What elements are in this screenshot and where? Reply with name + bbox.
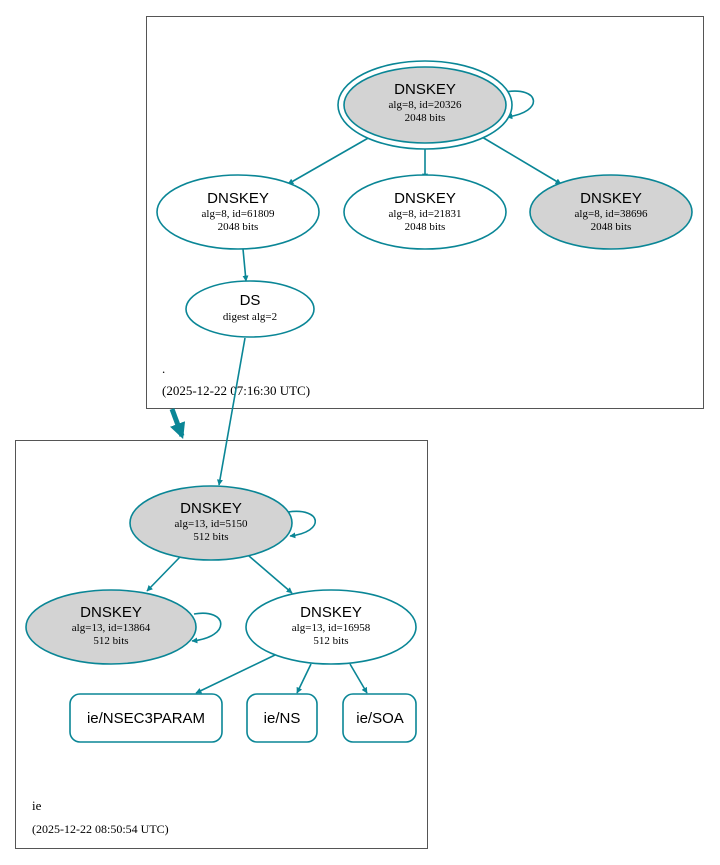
- zone-ie: ie (2025-12-22 08:50:54 UTC): [15, 440, 428, 849]
- edge-ie-ksk-to-13864: [146, 556, 181, 592]
- node-21831-line2: 2048 bits: [405, 221, 446, 233]
- node-61809-shape: [156, 174, 320, 250]
- node-5150-title: DNSKEY: [180, 500, 242, 517]
- node-soa-shape: [342, 693, 417, 743]
- edge-root-ksk-to-38696: [481, 136, 562, 185]
- node-13864-line1: alg=13, id=13864: [72, 622, 151, 634]
- node-root-ksk-line2: 2048 bits: [405, 112, 446, 124]
- node-5150-line1: alg=13, id=5150: [175, 518, 248, 530]
- node-ie-key-13864[interactable]: DNSKEY alg=13, id=13864 512 bits: [25, 589, 197, 665]
- node-61809-line2: 2048 bits: [218, 221, 259, 233]
- node-ds-shape: [185, 280, 315, 338]
- edge-root-ksk-to-61809: [287, 136, 371, 185]
- edges: [146, 90, 562, 694]
- zone-root-name: .: [162, 361, 165, 376]
- node-61809-title: DNSKEY: [207, 190, 269, 207]
- node-5150-line2: 512 bits: [193, 531, 228, 543]
- node-nsec3param-label: ie/NSEC3PARAM: [87, 710, 205, 727]
- edge-delegation: [169, 408, 186, 440]
- node-ie-zsk-16958[interactable]: DNSKEY alg=13, id=16958 512 bits: [245, 589, 417, 665]
- node-ie-ns[interactable]: ie/NS: [246, 693, 318, 743]
- node-21831-shape: [343, 174, 507, 250]
- node-root-ksk-shape: [343, 66, 507, 144]
- edge-ds-to-ie-ksk: [216, 337, 246, 486]
- node-38696-line2: 2048 bits: [591, 221, 632, 233]
- node-13864-title: DNSKEY: [80, 604, 142, 621]
- edge-ie-ksk-to-16958: [248, 555, 293, 594]
- node-16958-shape: [245, 589, 417, 665]
- node-ie-soa[interactable]: ie/SOA: [342, 693, 417, 743]
- node-21831-line1: alg=8, id=21831: [389, 208, 462, 220]
- node-ns-label: ie/NS: [264, 710, 301, 727]
- node-38696-line1: alg=8, id=38696: [575, 208, 648, 220]
- node-root-zsk-21831[interactable]: DNSKEY alg=8, id=21831 2048 bits: [343, 174, 507, 250]
- node-root-ds[interactable]: DS digest alg=2: [185, 280, 315, 338]
- node-ds-title: DS: [240, 292, 261, 309]
- node-21831-title: DNSKEY: [394, 190, 456, 207]
- edge-13864-selfloop: [191, 612, 222, 644]
- node-16958-line1: alg=13, id=16958: [292, 622, 371, 634]
- node-ns-shape: [246, 693, 318, 743]
- node-root-ksk-20326[interactable]: DNSKEY alg=8, id=20326 2048 bits: [337, 60, 513, 150]
- edge-16958-to-soa: [349, 663, 368, 694]
- node-root-ksk-title: DNSKEY: [394, 81, 456, 98]
- node-soa-label: ie/SOA: [356, 710, 404, 727]
- node-root-ksk-line1: alg=8, id=20326: [389, 99, 462, 111]
- node-ds-line1: digest alg=2: [223, 311, 277, 323]
- node-ie-ksk-5150[interactable]: DNSKEY alg=13, id=5150 512 bits: [129, 485, 293, 561]
- node-16958-title: DNSKEY: [300, 604, 362, 621]
- edge-16958-to-ns: [296, 663, 312, 694]
- node-ie-nsec3param[interactable]: ie/NSEC3PARAM: [69, 693, 223, 743]
- node-38696-title: DNSKEY: [580, 190, 642, 207]
- node-root-zsk-61809[interactable]: DNSKEY alg=8, id=61809 2048 bits: [156, 174, 320, 250]
- node-5150-shape: [129, 485, 293, 561]
- edge-ie-ksk-selfloop: [287, 510, 317, 539]
- edge-61809-to-ds: [242, 248, 249, 282]
- zone-ie-border: [15, 440, 428, 849]
- zone-root-border: [146, 16, 704, 409]
- edge-16958-to-nsec3param: [195, 654, 276, 694]
- zone-ie-timestamp: (2025-12-22 08:50:54 UTC): [32, 822, 169, 836]
- node-13864-line2: 512 bits: [93, 635, 128, 647]
- node-13864-shape: [25, 589, 197, 665]
- zone-ie-name: ie: [32, 798, 42, 813]
- node-16958-line2: 512 bits: [313, 635, 348, 647]
- edge-root-ksk-selfloop: [504, 90, 535, 120]
- node-38696-shape: [529, 174, 693, 250]
- node-61809-line1: alg=8, id=61809: [202, 208, 275, 220]
- node-root-key-38696[interactable]: DNSKEY alg=8, id=38696 2048 bits: [529, 174, 693, 250]
- node-nsec3param-shape: [69, 693, 223, 743]
